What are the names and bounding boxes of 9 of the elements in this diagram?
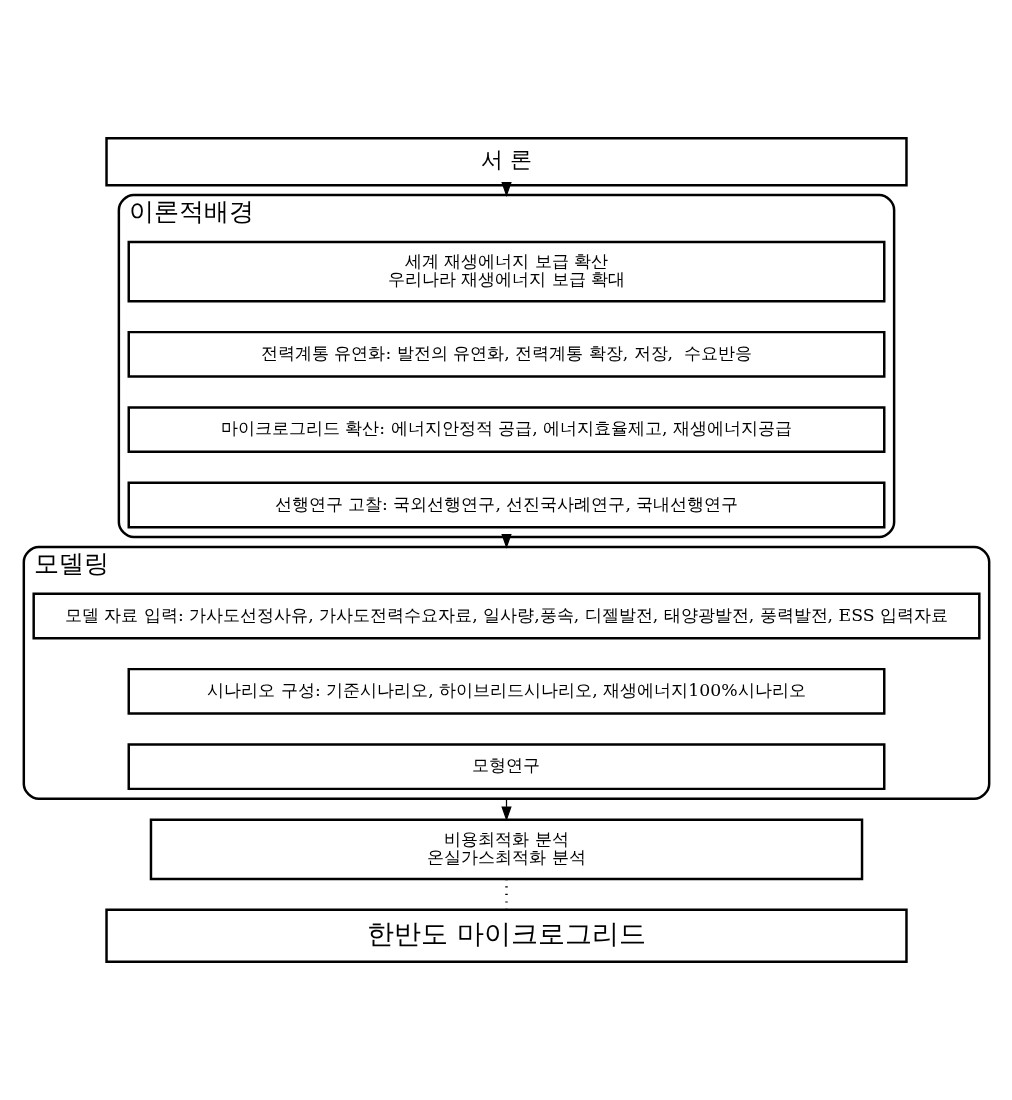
node-box: 선행연구 고찰: 국외선행연구, 선진국사례연구, 국내선행연구 (127, 481, 885, 529)
node-box: 모델 자료 입력: 가사도선정사유, 가사도전력수요자료, 일사량,풍속, 디젤발전, 태양광발전, 풍력발전, ESS 입력자료 (31, 592, 981, 640)
node-box: 세계 재생에너지 보급 확산 우리나라 재생에너지 보급 확대 (127, 240, 885, 303)
node-box: 마이크로그리드 확산: 에너지안정적 공급, 에너지효율제고, 재생에너지공급 (127, 406, 885, 454)
node-box: 한반도 마이크로그리드 (104, 908, 908, 963)
node-box: 모형연구 (127, 743, 885, 791)
node-box: 비용최적화 분석 온실가스최적화 분석 (149, 818, 863, 881)
node-box: 전력계통 유연화: 발전의 유연화, 전력계통 확장, 저장, 수요반응 (127, 330, 885, 378)
node-box: 시나리오 구성: 기준시나리오, 하이브리드시나리오, 재생에너지100%시나리오 (127, 667, 885, 715)
